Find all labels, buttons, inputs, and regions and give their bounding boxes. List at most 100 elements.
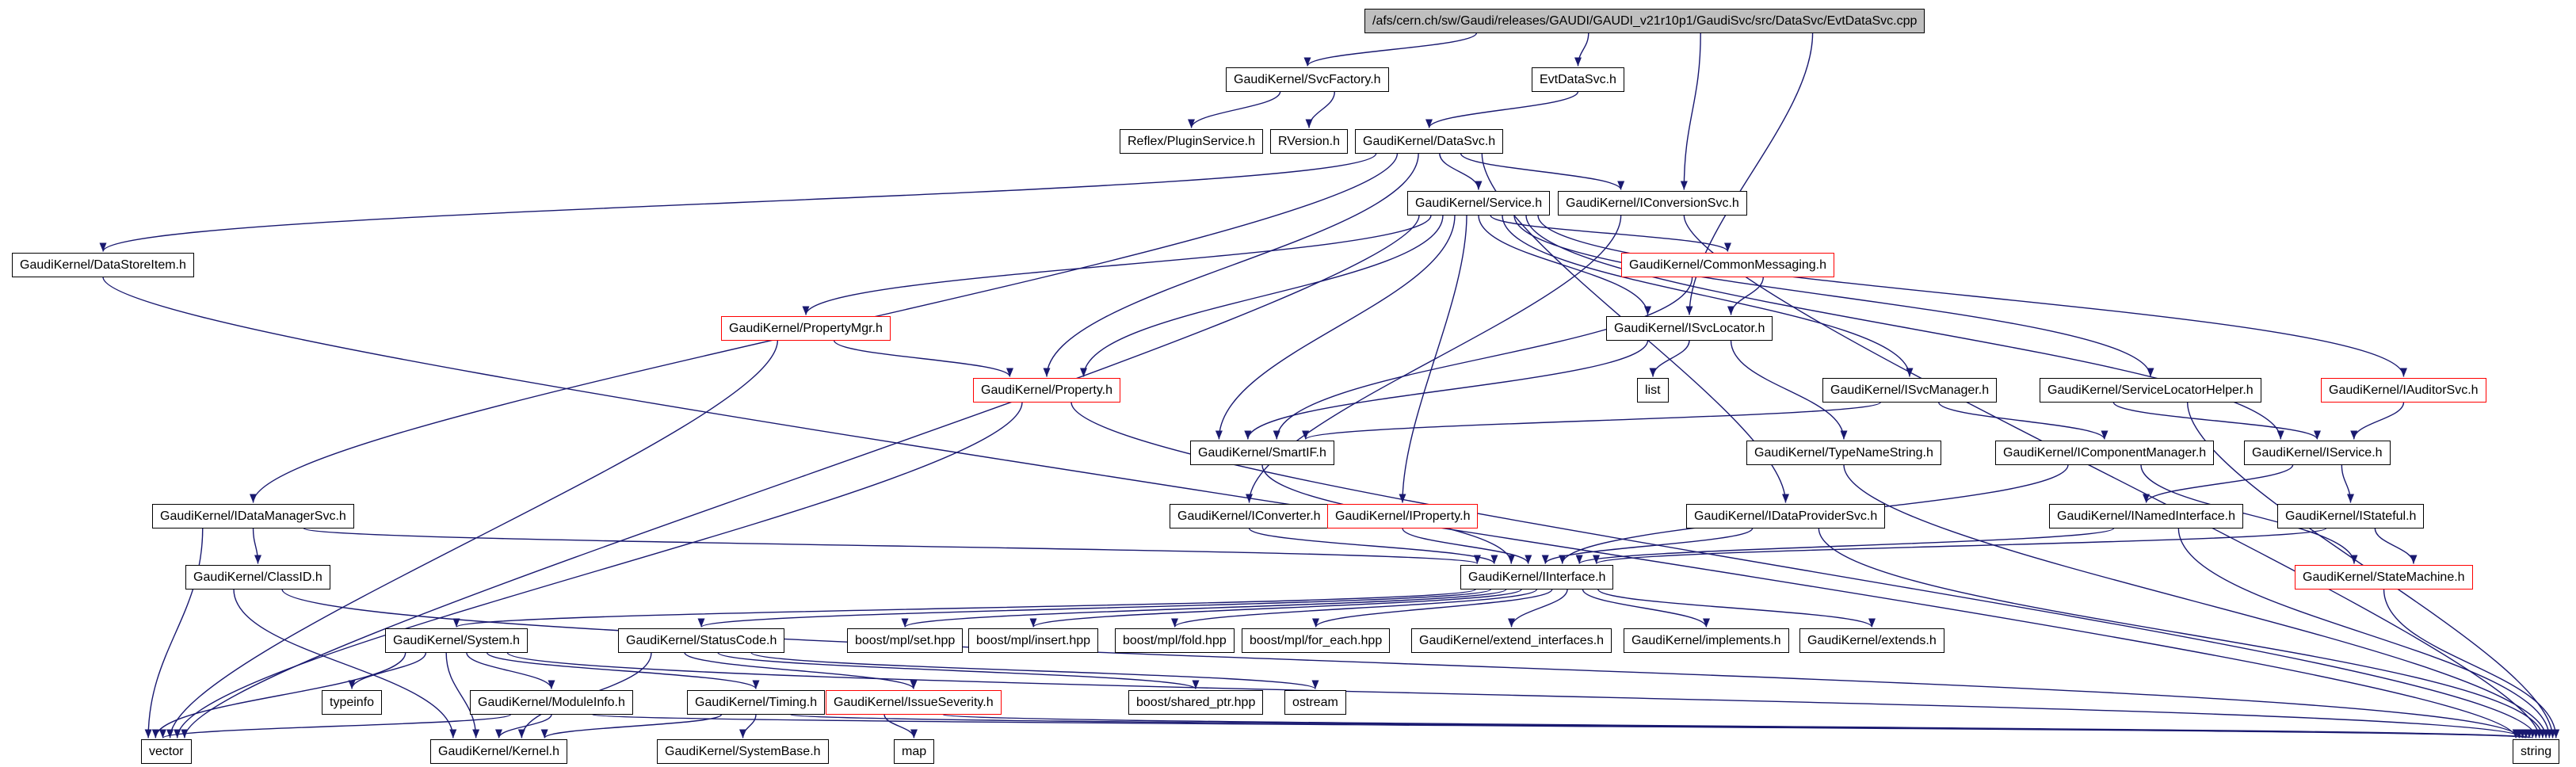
include-edge-statemachine--string [2383, 589, 2560, 738]
graph-node-statuscode[interactable]: GaudiKernel/StatusCode.h [618, 628, 785, 653]
include-edge-isvclocator--list [1649, 340, 1690, 377]
include-edge-iconverter--iinterface [1248, 527, 1498, 565]
graph-node-rversion[interactable]: RVersion.h [1270, 129, 1348, 154]
include-edge-main--evtdatasvc_h [1574, 32, 1589, 67]
include-edge-iinterface--implements [1582, 589, 1710, 628]
include-edge-iinterface--mpl_foreach [1312, 589, 1553, 628]
graph-node-system[interactable]: GaudiKernel/System.h [385, 628, 529, 653]
include-edge-system--moduleinfo [466, 652, 555, 689]
graph-node-idatamanagersvc[interactable]: GaudiKernel/IDataManagerSvc.h [152, 504, 354, 529]
graph-node-servicelocatorhelper[interactable]: GaudiKernel/ServiceLocatorHelper.h [2040, 378, 2261, 403]
graph-node-svcfactory[interactable]: GaudiKernel/SvcFactory.h [1226, 67, 1389, 92]
graph-node-statemachine[interactable]: GaudiKernel/StateMachine.h [2295, 565, 2473, 590]
include-edge-system--timing [486, 651, 760, 690]
include-edge-commonmessaging--smartif [1273, 277, 1693, 440]
include-edge-property--string [1070, 402, 2540, 738]
include-edge-servicelocatorhelper--iservice [2112, 402, 2321, 440]
graph-node-istateful[interactable]: GaudiKernel/IStateful.h [2277, 504, 2425, 529]
graph-node-inamedinterface[interactable]: GaudiKernel/INamedInterface.h [2049, 504, 2244, 529]
graph-node-iservice[interactable]: GaudiKernel/IService.h [2244, 441, 2391, 465]
graph-node-extends[interactable]: GaudiKernel/extends.h [1799, 628, 1944, 653]
include-edge-iservice--istateful [2341, 464, 2354, 503]
graph-node-typeinfo[interactable]: typeinfo [322, 690, 383, 715]
include-edge-datasvc--iconversionsvc [1460, 153, 1625, 190]
graph-node-smartif[interactable]: GaudiKernel/SmartIF.h [1190, 441, 1334, 465]
include-edge-inamedinterface--string [2177, 528, 2553, 738]
graph-node-iconverter[interactable]: GaudiKernel/IConverter.h [1170, 504, 1329, 529]
graph-node-iconversionsvc[interactable]: GaudiKernel/IConversionSvc.h [1558, 191, 1747, 216]
graph-node-extend_interfaces[interactable]: GaudiKernel/extend_interfaces.h [1411, 628, 1612, 653]
graph-node-implements[interactable]: GaudiKernel/implements.h [1624, 628, 1789, 653]
graph-node-mpl_set[interactable]: boost/mpl/set.hpp [847, 628, 964, 653]
include-edge-system--kernel [445, 652, 480, 738]
graph-node-main: /afs/cern.ch/sw/Gaudi/releases/GAUDI/GAU… [1364, 9, 1925, 33]
include-edge-service--property [1080, 215, 1444, 377]
graph-node-iinterface[interactable]: GaudiKernel/IInterface.h [1460, 565, 1614, 590]
include-edge-iinterface--extends [1597, 588, 1876, 628]
graph-node-service[interactable]: GaudiKernel/Service.h [1407, 191, 1551, 216]
include-edge-istateful--statemachine [2374, 528, 2418, 564]
graph-node-moduleinfo[interactable]: GaudiKernel/ModuleInfo.h [470, 690, 633, 715]
graph-node-typenamestring[interactable]: GaudiKernel/TypeNameString.h [1746, 441, 1941, 465]
include-edge-statuscode--issueseverity [684, 652, 918, 689]
graph-node-datasvc[interactable]: GaudiKernel/DataSvc.h [1355, 129, 1504, 154]
graph-node-pluginservice[interactable]: Reflex/PluginService.h [1120, 129, 1263, 154]
include-edge-isvclocator--smartif [1244, 340, 1649, 440]
graph-node-map[interactable]: map [894, 739, 935, 764]
include-edge-icomponentmanager--statemachine [2140, 464, 2358, 564]
graph-node-vector[interactable]: vector [141, 739, 192, 764]
graph-node-evtdatasvc_h[interactable]: EvtDataSvc.h [1532, 67, 1624, 92]
graph-node-isvclocator[interactable]: GaudiKernel/ISvcLocator.h [1606, 316, 1773, 341]
graph-node-timing[interactable]: GaudiKernel/Timing.h [687, 690, 826, 715]
include-edge-system--string [506, 651, 2526, 739]
include-edge-service--iauditorsvc [1537, 215, 2407, 377]
include-edge-isvclocator--typenamestring [1730, 340, 1848, 440]
graph-node-string[interactable]: string [2513, 739, 2560, 764]
include-edge-service--smartif [1215, 215, 1456, 440]
graph-node-isvcmanager[interactable]: GaudiKernel/ISvcManager.h [1822, 378, 1998, 403]
include-edge-datasvc--service [1439, 153, 1483, 190]
graph-node-commonmessaging[interactable]: GaudiKernel/CommonMessaging.h [1621, 253, 1835, 277]
include-edge-iinterface--mpl_set [901, 588, 1507, 628]
include-edge-statuscode--shared_ptr [717, 651, 1200, 690]
include-edge-service--propertymgr [802, 215, 1432, 315]
include-edge-service--isvclocator [1478, 215, 1651, 315]
graph-node-icomponentmanager[interactable]: GaudiKernel/IComponentManager.h [1995, 441, 2215, 465]
graph-node-iauditorsvc[interactable]: GaudiKernel/IAuditorSvc.h [2321, 378, 2486, 403]
graph-node-idataprovidersvc[interactable]: GaudiKernel/IDataProviderSvc.h [1686, 504, 1886, 529]
graph-node-systembase[interactable]: GaudiKernel/SystemBase.h [657, 739, 829, 764]
graph-node-kernel[interactable]: GaudiKernel/Kernel.h [430, 739, 567, 764]
include-edge-timing--kernel [540, 713, 723, 739]
graph-node-ostream[interactable]: ostream [1284, 690, 1346, 715]
include-edge-idataprovidersvc--iinterface [1541, 528, 1754, 564]
include-edge-system--typeinfo [348, 652, 427, 689]
include-edge-iinterface--mpl_fold [1171, 588, 1538, 628]
include-edge-service--iservice [1525, 215, 2284, 440]
include-edge-moduleinfo--vector [159, 713, 512, 739]
include-edge-moduleinfo--kernel [495, 714, 552, 738]
include-edge-system--vector [151, 652, 406, 738]
graph-node-iproperty[interactable]: GaudiKernel/IProperty.h [1327, 504, 1479, 529]
graph-node-property[interactable]: GaudiKernel/Property.h [973, 378, 1121, 403]
include-edge-svcfactory--rversion [1305, 91, 1336, 128]
graph-node-list[interactable]: list [1637, 378, 1669, 403]
graph-node-issueseverity[interactable]: GaudiKernel/IssueSeverity.h [826, 690, 1002, 715]
graph-node-mpl_foreach[interactable]: boost/mpl/for_each.hpp [1242, 628, 1391, 653]
graph-node-mpl_insert[interactable]: boost/mpl/insert.hpp [968, 628, 1099, 653]
include-edge-classid--kernel [233, 589, 457, 738]
include-edge-inamedinterface--iinterface [1575, 527, 2115, 565]
include-edge-commonmessaging--isvclocator [1727, 277, 1765, 315]
include-edge-classid--string [281, 589, 2523, 738]
include-edge-iauditorsvc--iservice [2350, 402, 2405, 440]
include-edge-iinterface--system [453, 588, 1476, 628]
include-edge-idatamanagersvc--iinterface [303, 527, 1481, 565]
include-edge-iservice--inamedinterface [2143, 464, 2294, 503]
include-edge-iinterface--extend_interfaces [1508, 589, 1568, 628]
include-edge-datasvc--datastoreitem [99, 153, 1377, 252]
graph-node-mpl_fold[interactable]: boost/mpl/fold.hpp [1115, 628, 1235, 653]
graph-node-datastoreitem[interactable]: GaudiKernel/DataStoreItem.h [12, 253, 194, 277]
graph-node-classid[interactable]: GaudiKernel/ClassID.h [185, 565, 330, 590]
include-edge-main--svcfactory [1303, 32, 1478, 67]
graph-node-propertymgr[interactable]: GaudiKernel/PropertyMgr.h [721, 316, 891, 341]
graph-node-shared_ptr[interactable]: boost/shared_ptr.hpp [1128, 690, 1264, 715]
